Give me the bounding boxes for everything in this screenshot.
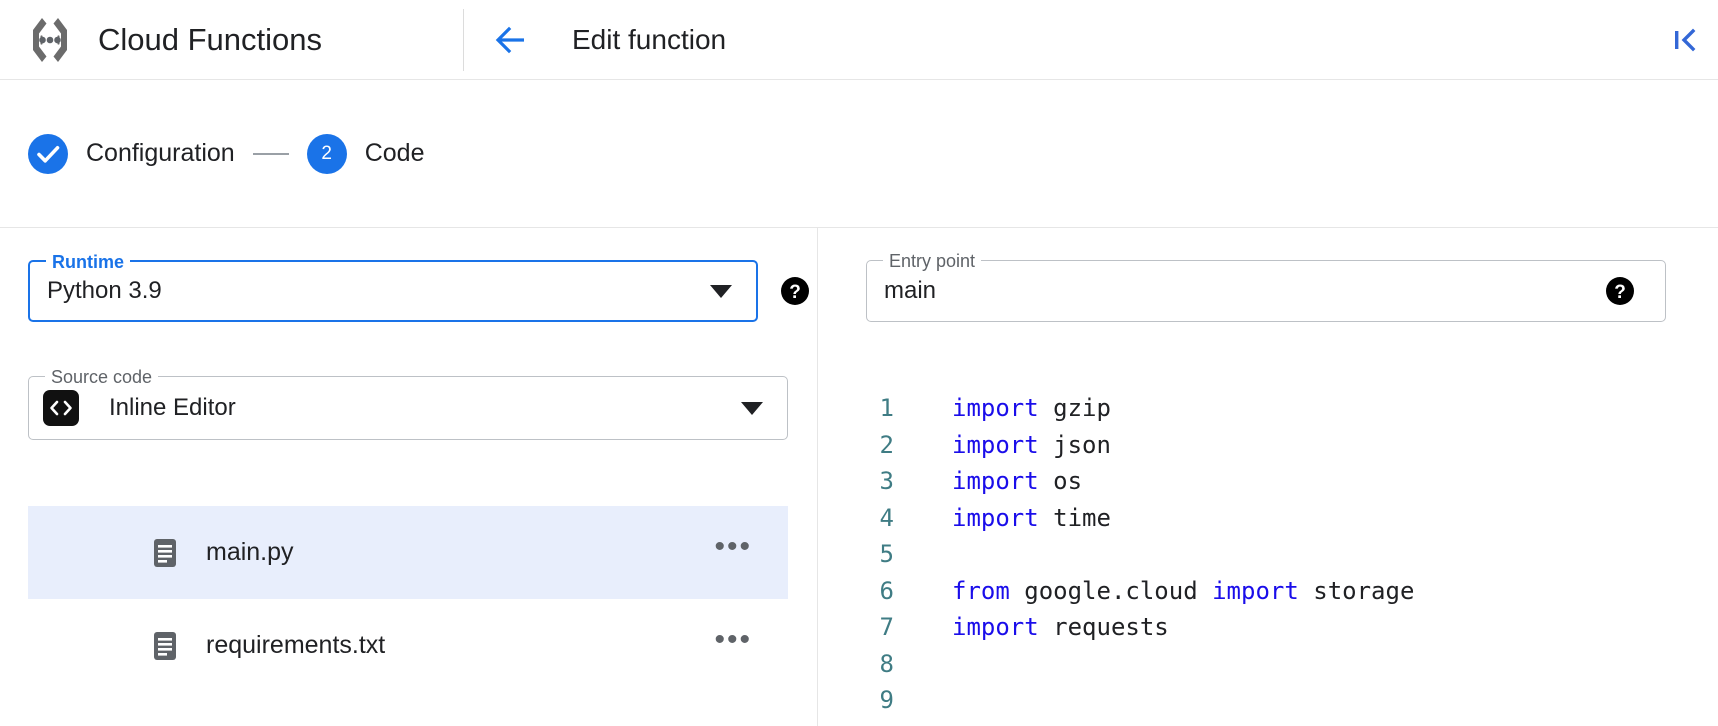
source-chevron-down-icon[interactable] [741, 401, 763, 415]
code-line-text[interactable] [894, 536, 952, 573]
file-list-item-requirements-txt[interactable]: requirements.txt ••• [28, 599, 788, 692]
runtime-value: Python 3.9 [47, 277, 162, 304]
file-overflow-menu-icon[interactable]: ••• [714, 529, 752, 563]
code-line-text[interactable]: import json [894, 427, 1111, 464]
code-line-number: 8 [879, 649, 894, 678]
code-line-text[interactable] [894, 682, 952, 719]
code-line-text[interactable]: import os [894, 463, 1082, 500]
left-pane: Runtime Python 3.9 ? Source code Inline … [0, 228, 818, 726]
code-identifier: gzip [1038, 394, 1111, 422]
file-overflow-menu-icon[interactable]: ••• [714, 622, 752, 656]
runtime-select[interactable]: Runtime Python 3.9 [28, 251, 758, 322]
chevron-down-icon[interactable] [710, 284, 732, 298]
code-line-number: 3 [879, 467, 894, 495]
step-code-label: Code [364, 139, 425, 167]
entry-point-input[interactable]: Entry point main ? [866, 250, 1666, 322]
runtime-row: Runtime Python 3.9 ? [28, 251, 814, 322]
code-keyword: from [952, 576, 1010, 605]
code-line: 8 [818, 646, 1718, 683]
step-code[interactable]: 2 Code [306, 133, 425, 174]
code-line: 9 [818, 682, 1718, 719]
code-identifier: json [1038, 430, 1111, 459]
svg-text:?: ? [789, 282, 801, 303]
code-line-text[interactable]: import time [894, 500, 1111, 537]
code-line-number: 1 [879, 394, 894, 422]
brand-area[interactable]: Cloud Functions [0, 0, 463, 79]
code-keyword: import [952, 394, 1039, 422]
stepper: Configuration 2 Code [0, 80, 1718, 228]
step-code-badge: 2 [306, 133, 347, 174]
code-keyword: import [952, 503, 1039, 532]
arrow-left-icon[interactable] [494, 23, 528, 57]
app-header: Cloud Functions Edit function [0, 0, 1718, 80]
step-configuration-badge [28, 133, 68, 174]
code-line-text[interactable]: from google.cloud import storage [894, 573, 1414, 610]
code-line: 5 [818, 536, 1718, 573]
entry-point-value[interactable]: main [884, 277, 937, 304]
runtime-label: Runtime [46, 251, 130, 273]
code-identifier: storage [1298, 576, 1415, 605]
entry-point-help-icon[interactable]: ? [1605, 276, 1635, 306]
file-name: main.py [206, 538, 294, 566]
code-line-text[interactable] [894, 646, 952, 683]
file-icon [148, 629, 182, 663]
code-keyword: import [952, 613, 1039, 641]
code-line-number: 9 [879, 686, 894, 714]
code-identifier: os [1038, 467, 1083, 495]
body-area: Runtime Python 3.9 ? Source code Inline … [0, 228, 1718, 726]
code-identifier: google.cloud [1009, 576, 1213, 605]
cloud-functions-logo-icon [22, 12, 78, 68]
step-configuration[interactable]: Configuration [28, 133, 235, 174]
brand-title: Cloud Functions [98, 21, 323, 57]
page-head: Edit function [464, 0, 726, 79]
step-configuration-label: Configuration [86, 139, 235, 167]
source-code-value: Inline Editor [109, 394, 236, 421]
code-identifier: requests [1038, 613, 1169, 641]
collapse-panel-icon[interactable] [1670, 25, 1700, 55]
code-line-number: 7 [879, 613, 894, 641]
code-line-text[interactable]: import gzip [894, 390, 1111, 427]
code-line-number: 6 [879, 576, 894, 605]
code-line-number: 4 [879, 503, 894, 532]
file-list-item-main-py[interactable]: main.py ••• [28, 506, 788, 599]
file-icon [148, 536, 182, 570]
code-keyword: import [1212, 576, 1299, 605]
code-keyword: import [952, 430, 1039, 459]
entry-point-label: Entry point [883, 250, 982, 272]
code-keyword: import [952, 467, 1039, 495]
code-line-number: 2 [879, 430, 894, 459]
step-connector [252, 152, 289, 155]
page-title: Edit function [572, 23, 727, 55]
source-code-select[interactable]: Source code Inline Editor [28, 366, 788, 440]
file-list: main.py ••• requirements.txt ••• [28, 506, 788, 692]
code-line-text[interactable]: import requests [894, 609, 1169, 646]
source-code-label: Source code [45, 366, 159, 388]
code-brackets-icon [43, 390, 79, 426]
runtime-help-icon[interactable]: ? [780, 276, 810, 306]
code-identifier: time [1038, 503, 1111, 532]
header-divider [463, 8, 464, 71]
file-name: requirements.txt [206, 631, 386, 659]
svg-text:?: ? [1614, 282, 1626, 303]
code-line-number: 5 [879, 540, 894, 568]
